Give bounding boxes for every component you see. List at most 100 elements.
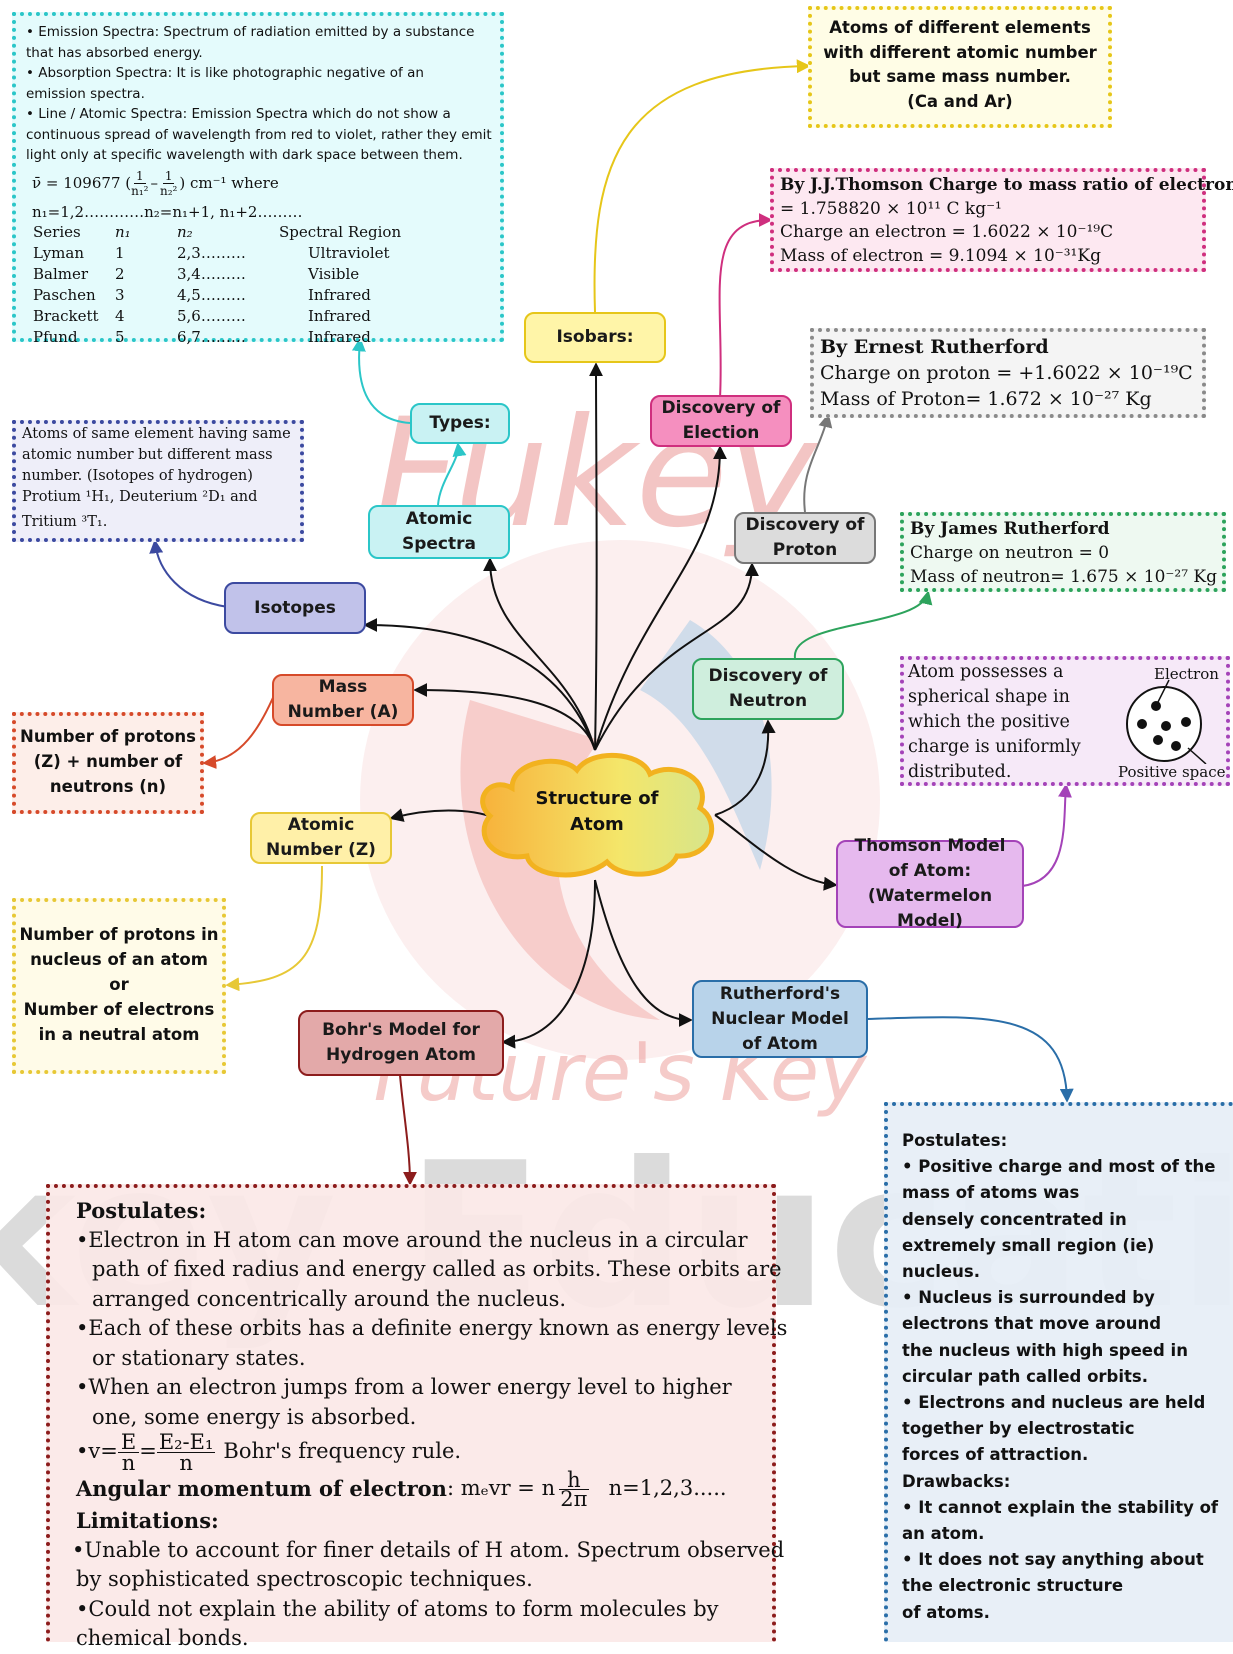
connector-isotopes-box (149, 539, 229, 608)
node-atomic-spectra[interactable]: Atomic Spectra (368, 505, 510, 559)
rutherford-box: Postulates: • Positive charge and most o… (884, 1102, 1233, 1642)
connector-center-thomson (714, 814, 838, 891)
formula-suffix: ) cm⁻¹ where (179, 174, 279, 193)
node-atomic-number[interactable]: Atomic Number (Z) (250, 812, 392, 864)
rutherford-line-9: the nucleus with high speed in (902, 1340, 1188, 1360)
electron-line-2: = 1.758820 × 10¹¹ C kg⁻¹ (780, 198, 1002, 219)
bohr-p2a: •Each of these orbits has a definite ene… (76, 1316, 788, 1340)
bohr-l2a: •Could not explain the ability of atoms … (76, 1596, 719, 1621)
cell-n2: 2,3……… (177, 244, 246, 262)
rutherford-line-14: Drawbacks: (902, 1471, 1011, 1491)
connector-center-rutherford (594, 879, 693, 1027)
bohr-l2b: chemical bonds. (76, 1626, 249, 1650)
node-thomson-model[interactable]: Thomson Model of Atom: (Watermelon Model… (836, 836, 1024, 931)
isotopes-line-5: Tritium ³T₁. (22, 514, 108, 530)
thomson-line-3: which the positive (908, 712, 1070, 732)
spectra-line-7: light only at specific wavelength with d… (26, 147, 463, 163)
formula-t1: 1 (133, 169, 146, 184)
thomson-positive-label: Positive space (1118, 763, 1226, 781)
node-types[interactable]: Types: (410, 403, 510, 444)
rutherford-line-3: mass of atoms was (902, 1183, 1080, 1203)
atomic-line-3: or (109, 975, 129, 994)
atomic-line-5: in a neutral atom (38, 1025, 200, 1044)
node-mass-number[interactable]: Mass Number (A) (272, 674, 414, 726)
connector-bohr-box (399, 1074, 417, 1186)
connector-center-mass (413, 683, 596, 751)
cell-series: Paschen (33, 286, 96, 304)
cell-region: Infrared (308, 328, 371, 346)
cell-n2: 6,7……… (177, 328, 246, 346)
ang-2pi: 2π (560, 1486, 588, 1511)
isobars-line-1: Atoms of different elements (829, 18, 1091, 37)
cell-n2: 5,6……… (177, 307, 246, 325)
cell-region: Infrared (308, 286, 371, 304)
node-bohr-model[interactable]: Bohr's Model for Hydrogen Atom (298, 1010, 504, 1076)
thomson-electron-label: Electron (1154, 665, 1219, 683)
connector-center-isobars (589, 362, 604, 751)
connector-center-proton (594, 562, 759, 751)
node-isotopes[interactable]: Isotopes (224, 582, 366, 634)
thomson-line-5: distributed. (908, 762, 1012, 782)
proton-box: By Ernest Rutherford Charge on proton = … (810, 328, 1206, 418)
connector-center-neutron (714, 719, 776, 816)
atomic-line-2: nucleus of an atom (30, 950, 208, 969)
mass-line-3: neutrons (n) (49, 777, 167, 796)
rutherford-line-15: • It cannot explain the stability of (902, 1497, 1219, 1517)
node-discovery-proton[interactable]: Discovery of Proton (734, 512, 876, 564)
cell-region: Infrared (308, 307, 371, 325)
atomic-line-4: Number of electrons (23, 1000, 215, 1019)
cell-n1: 5 (115, 328, 125, 346)
proton-line-3: Mass of Proton= 1.672 × 10⁻²⁷ Kg (820, 388, 1152, 410)
thomson-line-4: charge is uniformly (908, 737, 1081, 757)
isobars-line-4: (Ca and Ar) (907, 91, 1013, 111)
isobars-line-3: but same mass number. (849, 67, 1071, 86)
electron-box: By J.J.Thomson Charge to mass ratio of e… (770, 168, 1233, 272)
connector-atomic-spectra-types (437, 442, 467, 506)
neutron-line-1: By James Rutherford (910, 519, 1110, 539)
mass-box: Number of protons (Z) + number of neutro… (12, 712, 204, 814)
formula-prefix: ν̄ = 109677 ( (32, 174, 132, 193)
bohr-angular-momentum: Angular momentum of electron : mₑvr = n … (76, 1469, 746, 1511)
cell-series: Balmer (33, 265, 89, 283)
connector-types-spectra (351, 337, 411, 424)
ang-eq: : mₑvr = n (446, 1476, 556, 1501)
freq-v: •v= (76, 1439, 118, 1464)
rutherford-line-7: • Nucleus is surrounded by (902, 1288, 1155, 1308)
node-discovery-neutron[interactable]: Discovery of Neutron (692, 658, 844, 720)
bohr-p1a: •Electron in H atom can move around the … (76, 1227, 748, 1252)
bohr-l1a: •Unable to account for finer details of … (72, 1537, 785, 1562)
connector-atomic-box (225, 865, 323, 992)
freq-eq: = (139, 1439, 157, 1464)
bohr-p3a: •When an electron jumps from a lower ene… (76, 1375, 732, 1399)
connector-center-atomic-spectra (483, 557, 596, 751)
rutherford-line-12: together by electrostatic (902, 1419, 1135, 1439)
cell-n1: 4 (115, 307, 125, 325)
rutherford-line-16: an atom. (902, 1524, 985, 1544)
table-row: Paschen 3 4,5……… Infrared (32, 285, 402, 306)
node-discovery-election[interactable]: Discovery of Election (650, 395, 792, 447)
th-n1: n₁ (115, 223, 131, 241)
connector-center-bohr (501, 879, 596, 1049)
bohr-frequency-rule: •v= E n = E₂-E₁ n Bohr's frequency rule. (76, 1431, 746, 1473)
node-isobars[interactable]: Isobars: (524, 312, 666, 363)
isobars-line-2: with different atomic number (823, 42, 1097, 62)
rutherford-line-19: of atoms. (902, 1602, 990, 1622)
mass-line-1: Number of protons (20, 727, 196, 746)
atomic-line-1: Number of protons in (19, 925, 219, 944)
cell-series: Lyman (33, 244, 84, 262)
series-table-header: Series n₁ n₂ Spectral Region (32, 222, 402, 243)
table-row: Pfund 5 6,7……… Infrared (32, 327, 402, 348)
table-row: Lyman 1 2,3……… Ultraviolet (32, 243, 402, 264)
neutron-line-2: Charge on neutron = 0 (910, 543, 1110, 563)
bohr-box: Postulates: •Electron in H atom can move… (46, 1184, 788, 1650)
atomic-box: Number of protons in nucleus of an atom … (12, 898, 226, 1074)
node-rutherford-model[interactable]: Rutherford's Nuclear Model of Atom (692, 980, 868, 1058)
cell-region: Ultraviolet (308, 244, 390, 262)
connector-center-election (594, 445, 727, 751)
center-node[interactable]: Structure of Atom (472, 750, 720, 882)
cell-n1: 2 (115, 265, 125, 283)
electron-line-1: By J.J.Thomson Charge to mass ratio of e… (780, 175, 1233, 195)
atom-sphere-diagram (1126, 679, 1207, 764)
freq-rule: Bohr's frequency rule. (223, 1439, 462, 1464)
